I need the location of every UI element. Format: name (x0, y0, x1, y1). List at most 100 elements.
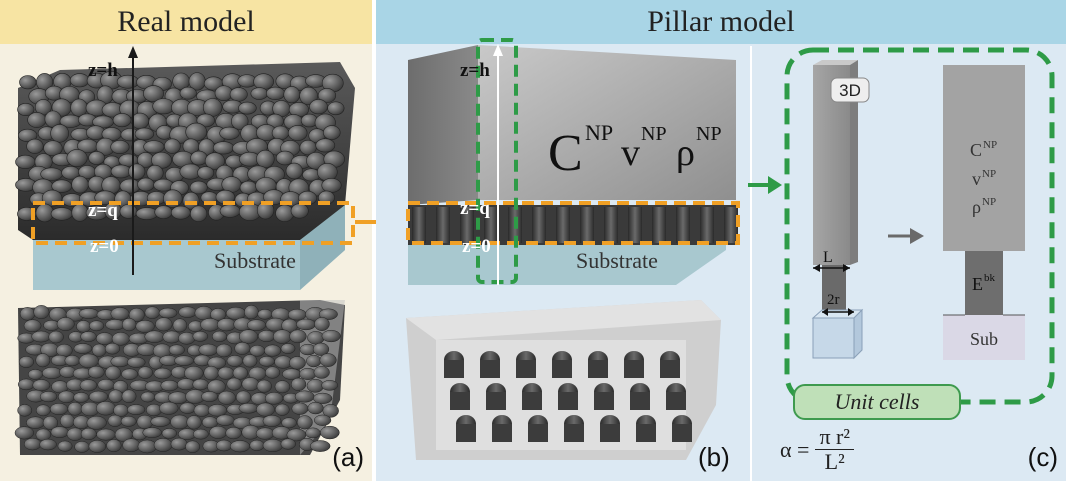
nanoparticle-disk (207, 404, 228, 417)
pillar (522, 392, 542, 410)
nanoparticle-disk (290, 377, 307, 391)
nanoparticle-disk (315, 138, 336, 153)
nanoparticle-disk (255, 427, 275, 440)
nanoparticle-disk (18, 128, 38, 143)
nanoparticle-disk (179, 402, 196, 414)
nanoparticle-disk (317, 163, 338, 182)
nanoparticle-disk (306, 378, 325, 393)
nanoparticle-disk (121, 389, 137, 404)
nanoparticle-disk (307, 401, 324, 415)
nanoparticle-disk (49, 402, 69, 416)
nanoparticle-disk (88, 390, 109, 403)
nanoparticle-disk (105, 365, 122, 380)
prop-c: C (548, 125, 583, 182)
panel-a-drawing: z=h z=q z=0 Substrate (14, 46, 355, 455)
pillar (652, 207, 666, 243)
nanoparticle-disk (155, 317, 173, 332)
pillar (532, 207, 546, 243)
pillar (516, 360, 536, 378)
nanoparticle-disk (262, 438, 283, 453)
cell-rho-sup: NP (982, 196, 996, 208)
nanoparticle-disk (232, 366, 249, 380)
arrow-gray-icon (888, 228, 924, 244)
nanoparticle-disk (86, 415, 107, 430)
substrate-label: Substrate (576, 248, 658, 273)
pillar (700, 207, 714, 243)
nanoparticle-disk (106, 439, 122, 453)
pillar (528, 424, 548, 442)
nanoparticle-disk (127, 356, 146, 368)
nanoparticle-disk (226, 355, 244, 367)
nanoparticle-disk (306, 354, 322, 368)
nanoparticle-disk (162, 330, 182, 344)
cutaway-pillar-grid (444, 351, 692, 442)
nanoparticle-disk (322, 404, 339, 418)
formula-fraction: π r² L² (815, 425, 854, 474)
nanoparticle-disk (137, 439, 157, 454)
nanoparticle-disk (27, 112, 47, 128)
nanoparticle-disk (39, 391, 58, 403)
nanoparticle-disk (119, 204, 138, 219)
pillar (594, 392, 614, 410)
nanoparticle-disk (153, 367, 172, 380)
nanoparticle-disk (64, 354, 80, 367)
prop-v-sup: NP (641, 123, 667, 145)
nanoparticle-disk (122, 438, 141, 452)
nanoparticle-cutaway (14, 300, 345, 455)
nanoparticle-disk (104, 342, 121, 355)
nanoparticle-disk (307, 331, 325, 345)
nanoparticle-disk (289, 329, 307, 344)
unit-cell-2d: C NP v NP ρ NP E bk Sub (943, 65, 1025, 360)
nanoparticle-disk (79, 379, 98, 392)
prop-rho: ρ (676, 132, 695, 174)
nanoparticle-disk (146, 164, 164, 182)
pillar-row (412, 207, 738, 243)
nanoparticle-disk (317, 88, 337, 103)
nanoparticle-disk (256, 149, 275, 169)
pillar (450, 392, 470, 410)
panel-b-drawing: C NP v NP ρ NP z=h z=q z=0 Substrate (406, 38, 1055, 481)
nanoparticle-disk (95, 401, 116, 416)
nanoparticle-disk (313, 414, 332, 426)
pillar (486, 392, 506, 410)
nanoparticle-disk (185, 122, 208, 142)
nanoparticle-disk (318, 308, 338, 320)
nanoparticle-disk (15, 154, 36, 169)
cell-sub: Sub (970, 329, 998, 349)
nanoparticle-disk (143, 85, 164, 103)
nanoparticle-disk (168, 344, 185, 356)
nanoparticle-disk (193, 403, 211, 417)
nanoparticle-disk (170, 437, 188, 451)
nanoparticle-disk (88, 151, 106, 165)
nanoparticle-disk (108, 389, 124, 403)
axis-label-h: z=h (460, 60, 490, 81)
nanoparticle-disk (217, 390, 236, 405)
nanoparticle-disk (238, 101, 257, 115)
nanoparticle-disk (299, 86, 318, 106)
nanoparticle-disk (219, 204, 241, 218)
nanoparticle-disk (35, 353, 51, 368)
nanoparticle-disk (201, 391, 219, 402)
substrate-label: Substrate (214, 248, 296, 273)
nanoparticle-disk (127, 404, 146, 415)
pillar (558, 392, 578, 410)
nanoparticle-disk (257, 308, 273, 320)
nanoparticle-disk (216, 318, 237, 332)
badge-3d: 3D (839, 81, 861, 100)
nanoparticle-disk (142, 427, 162, 438)
nanoparticle-disk (313, 366, 330, 379)
nanoparticle-disk (159, 401, 179, 415)
pillar (604, 207, 618, 243)
nanoparticle-disk (197, 166, 215, 180)
nanoparticle-disk (229, 440, 251, 453)
nanoparticle-disk (327, 101, 345, 116)
nanoparticle-disk (190, 205, 208, 222)
nanoparticle-disk (249, 439, 265, 451)
nanoparticle-disk (14, 426, 34, 440)
nanoparticle-disk (186, 415, 202, 430)
nanoparticle-disk (121, 318, 137, 332)
pillar (628, 207, 642, 243)
nanoparticle-disk (112, 113, 132, 128)
nanoparticle-disk (215, 343, 233, 358)
nanoparticle-disk (184, 365, 204, 381)
